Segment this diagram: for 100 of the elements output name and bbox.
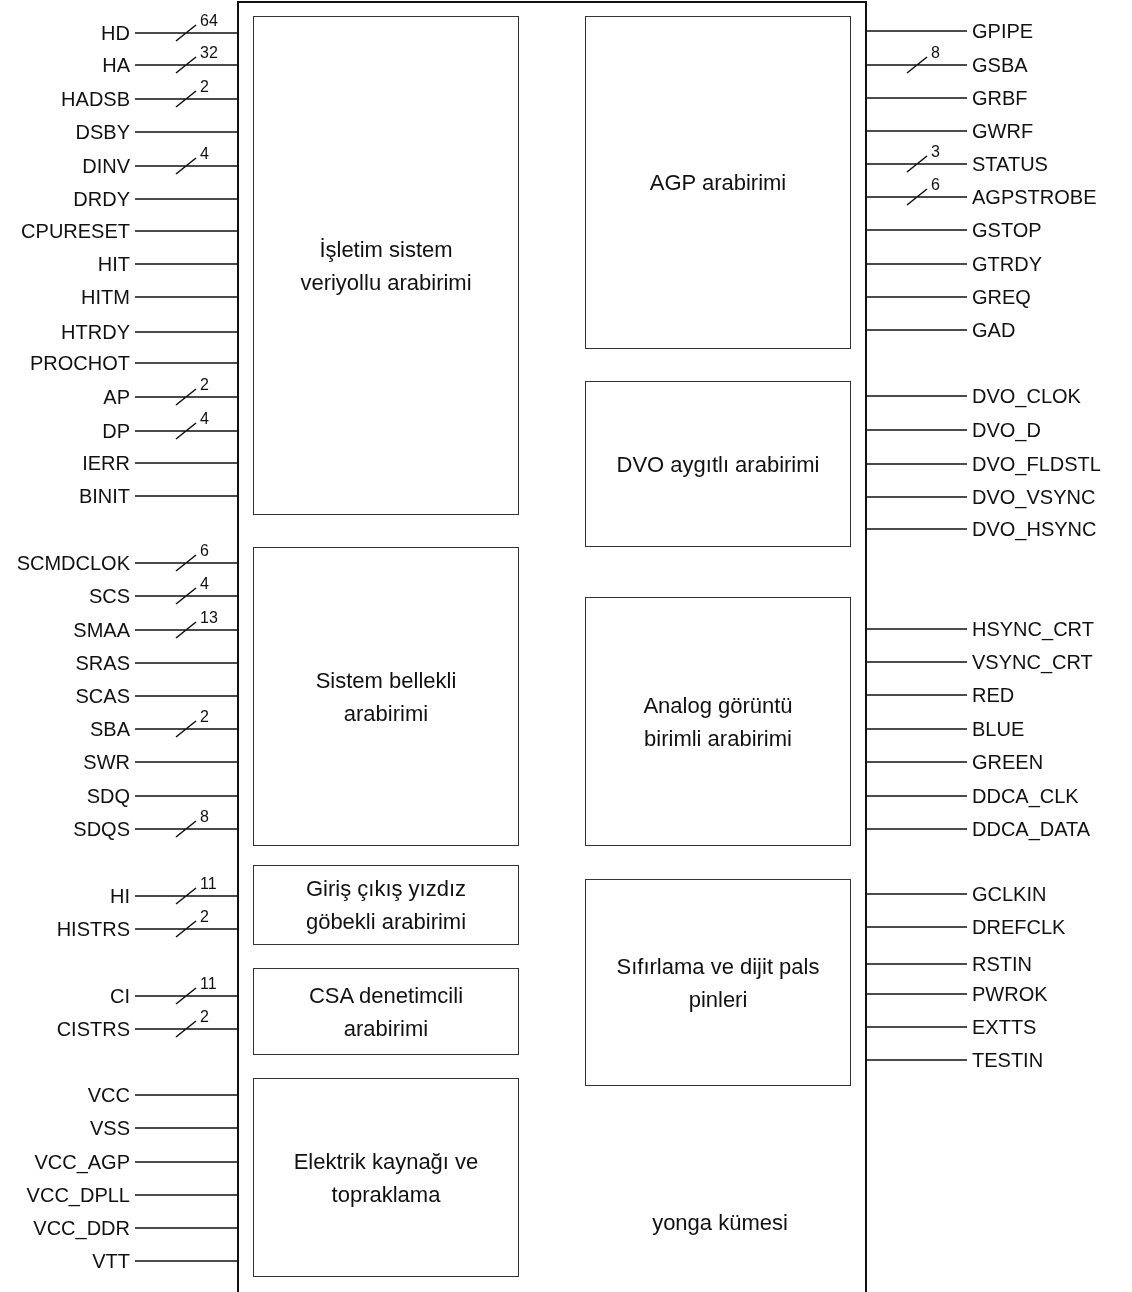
interface-block bbox=[253, 1078, 519, 1277]
bus-line bbox=[866, 155, 968, 173]
bus-width-label: 11 bbox=[200, 876, 217, 892]
signal-line bbox=[866, 296, 968, 298]
signal-line bbox=[866, 263, 968, 265]
signal-line bbox=[134, 495, 238, 497]
bus-line bbox=[134, 422, 238, 440]
signal-line bbox=[866, 795, 968, 797]
bus-line bbox=[866, 56, 968, 74]
signal-line bbox=[866, 429, 968, 431]
signal-line bbox=[134, 263, 238, 265]
block-title: Giriş çıkış yızdız göbekli arabirimi bbox=[304, 875, 468, 936]
bus-line bbox=[134, 388, 238, 406]
signal-line bbox=[866, 1059, 968, 1061]
signal-line bbox=[134, 761, 238, 763]
signal-line bbox=[134, 1161, 238, 1163]
signal-line bbox=[866, 893, 968, 895]
signal-line bbox=[134, 296, 238, 298]
block-title: CSA denetimcili arabirimi bbox=[307, 981, 465, 1043]
bus-line bbox=[134, 920, 238, 938]
bus-width-label: 4 bbox=[200, 411, 209, 427]
signal-line bbox=[134, 1194, 238, 1196]
signal-line bbox=[134, 462, 238, 464]
bus-line bbox=[134, 24, 238, 42]
interface-block bbox=[585, 597, 851, 846]
bus-width-label: 11 bbox=[200, 976, 217, 992]
signal-line bbox=[866, 463, 968, 465]
signal-line bbox=[134, 198, 238, 200]
interface-block bbox=[585, 879, 851, 1086]
bus-width-label: 32 bbox=[200, 45, 218, 61]
block-title: AGP arabirimi bbox=[649, 169, 787, 197]
chip-caption: yonga kümesi bbox=[651, 1209, 789, 1237]
signal-line bbox=[134, 131, 238, 133]
bus-width-label: 2 bbox=[200, 1009, 209, 1025]
bus-line bbox=[134, 987, 238, 1005]
block-title: Elektrik kaynağı ve topraklama bbox=[292, 1147, 480, 1209]
interface-block bbox=[585, 381, 851, 547]
bus-width-label: 4 bbox=[200, 576, 209, 592]
bus-line bbox=[134, 587, 238, 605]
signal-line bbox=[134, 662, 238, 664]
signal-line bbox=[866, 395, 968, 397]
interface-block bbox=[585, 16, 851, 349]
bus-width-label: 3 bbox=[931, 144, 940, 160]
block-title: İşletim sistem veriyollu arabirimi bbox=[299, 235, 473, 297]
interface-block bbox=[253, 547, 519, 846]
signal-line bbox=[866, 828, 968, 830]
bus-line bbox=[134, 621, 238, 639]
bus-line bbox=[134, 56, 238, 74]
signal-line bbox=[866, 694, 968, 696]
bus-width-label: 2 bbox=[200, 377, 209, 393]
bus-width-label: 6 bbox=[931, 177, 940, 193]
chip-outline bbox=[237, 1, 867, 1292]
interface-block bbox=[253, 865, 519, 945]
signal-line bbox=[866, 926, 968, 928]
bus-line bbox=[134, 1020, 238, 1038]
signal-line bbox=[866, 661, 968, 663]
signal-line bbox=[866, 229, 968, 231]
bus-width-label: 8 bbox=[200, 809, 209, 825]
block-title: DVO aygıtlı arabirimi bbox=[616, 450, 820, 479]
bus-line bbox=[134, 554, 238, 572]
signal-line bbox=[866, 528, 968, 530]
signal-line bbox=[134, 362, 238, 364]
bus-width-label: 2 bbox=[200, 909, 209, 925]
bus-line bbox=[134, 90, 238, 108]
bus-width-label: 64 bbox=[200, 13, 218, 29]
signal-line bbox=[134, 1260, 238, 1262]
block-title: Sistem bellekli arabirimi bbox=[314, 666, 458, 728]
signal-line bbox=[866, 130, 968, 132]
signal-line bbox=[866, 1026, 968, 1028]
signal-line bbox=[866, 963, 968, 965]
signal-line bbox=[134, 331, 238, 333]
bus-line bbox=[134, 720, 238, 738]
block-title: Sıfırlama ve dijit pals pinleri bbox=[615, 952, 821, 1014]
block-title: Analog görüntü birimli arabirimi bbox=[642, 691, 794, 753]
signal-line bbox=[134, 795, 238, 797]
interface-block bbox=[253, 16, 519, 515]
signal-line bbox=[866, 761, 968, 763]
signal-line bbox=[866, 30, 968, 32]
signal-line bbox=[866, 728, 968, 730]
bus-line bbox=[134, 820, 238, 838]
bus-width-label: 2 bbox=[200, 709, 209, 725]
signal-line bbox=[866, 496, 968, 498]
signal-line bbox=[866, 993, 968, 995]
signal-line bbox=[134, 1227, 238, 1229]
signal-line bbox=[134, 695, 238, 697]
signal-line bbox=[134, 1094, 238, 1096]
bus-width-label: 4 bbox=[200, 146, 209, 162]
signal-line bbox=[866, 628, 968, 630]
bus-width-label: 2 bbox=[200, 79, 209, 95]
signal-line bbox=[134, 230, 238, 232]
signal-line bbox=[866, 329, 968, 331]
bus-width-label: 6 bbox=[200, 543, 209, 559]
signal-line bbox=[134, 1127, 238, 1129]
bus-line bbox=[134, 157, 238, 175]
signal-line bbox=[866, 97, 968, 99]
bus-line bbox=[134, 887, 238, 905]
interface-block bbox=[253, 968, 519, 1055]
bus-width-label: 8 bbox=[931, 45, 940, 61]
bus-width-label: 13 bbox=[200, 610, 218, 626]
bus-line bbox=[866, 188, 968, 206]
